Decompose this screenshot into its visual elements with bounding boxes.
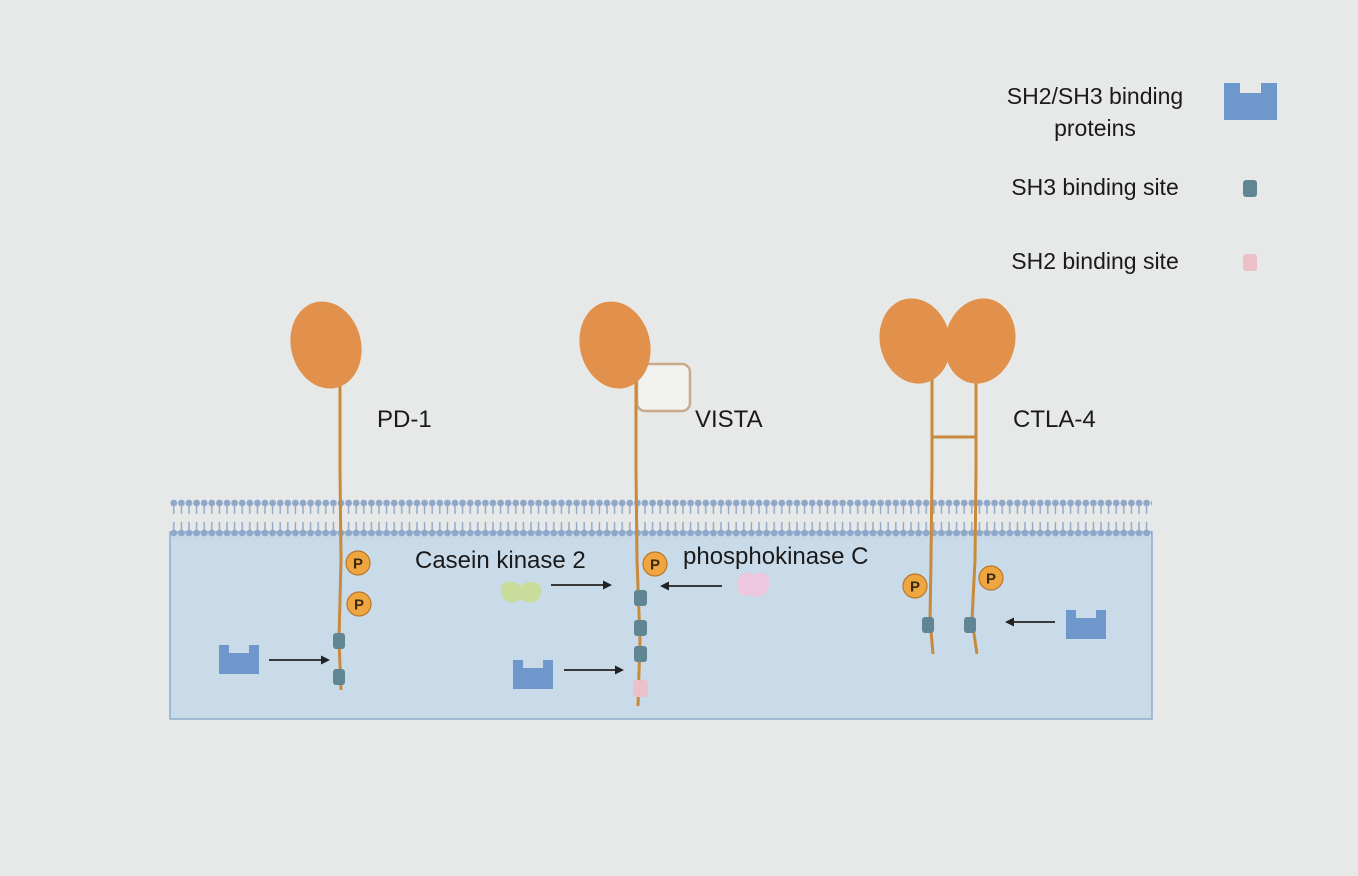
sh3-binding-site	[634, 620, 647, 636]
ctla4-label: CTLA-4	[1013, 406, 1096, 433]
sh3-binding-site	[964, 617, 976, 633]
phosphokinase-c-enzyme	[736, 572, 770, 598]
phospho-group: P	[642, 551, 668, 577]
svg-text:P: P	[986, 571, 996, 588]
svg-text:P: P	[354, 597, 364, 614]
binding-protein	[1066, 610, 1106, 639]
pd1-extracellular-domain	[290, 301, 362, 389]
svg-text:P: P	[910, 579, 920, 596]
vista-extracellular-domain	[579, 301, 651, 389]
legend-sh2-site-icon	[1243, 254, 1257, 271]
sh2-binding-site	[633, 680, 648, 697]
arrow	[551, 580, 612, 590]
legend-label-sh2-site: SH2 binding site	[1011, 248, 1179, 274]
pd1-label: PD-1	[377, 406, 432, 433]
phospho-group: P	[902, 573, 928, 599]
casein-kinase-2-enzyme	[500, 581, 542, 603]
arrow	[564, 665, 624, 675]
sh3-binding-site	[922, 617, 934, 633]
phospho-group: P	[345, 550, 371, 576]
arrow	[269, 655, 330, 665]
phosphokinase-c-label: phosphokinase C	[683, 543, 869, 570]
svg-text:P: P	[650, 557, 660, 574]
svg-text:P: P	[353, 556, 363, 573]
vista-receptor: P	[500, 301, 770, 707]
ctla4-extracellular-domain	[944, 298, 1016, 384]
arrow	[1005, 617, 1055, 627]
binding-protein	[513, 660, 553, 689]
ctla4-extracellular-domain	[879, 298, 951, 384]
casein-kinase-2-label: Casein kinase 2	[415, 547, 586, 574]
arrow	[660, 581, 722, 591]
phospho-group: P	[346, 591, 372, 617]
legend-binding-protein-icon	[1224, 83, 1277, 120]
cell-membrane	[170, 498, 1152, 538]
binding-protein	[219, 645, 259, 674]
sh3-binding-site	[333, 669, 345, 685]
vista-label: VISTA	[695, 406, 763, 433]
sh3-binding-site	[333, 633, 345, 649]
sh3-binding-site	[634, 646, 647, 662]
legend-label-binding-proteins: SH2/SH3 binding proteins	[1006, 83, 1184, 141]
phospho-group: P	[978, 565, 1004, 591]
legend-sh3-site-icon	[1243, 180, 1257, 197]
ctla4-receptor: P P	[879, 298, 1106, 655]
pd1-stalk	[337, 370, 343, 691]
sh3-binding-site	[634, 590, 647, 606]
legend-label-sh3-site: SH3 binding site	[1011, 174, 1179, 200]
pd1-receptor: P P	[219, 301, 372, 691]
